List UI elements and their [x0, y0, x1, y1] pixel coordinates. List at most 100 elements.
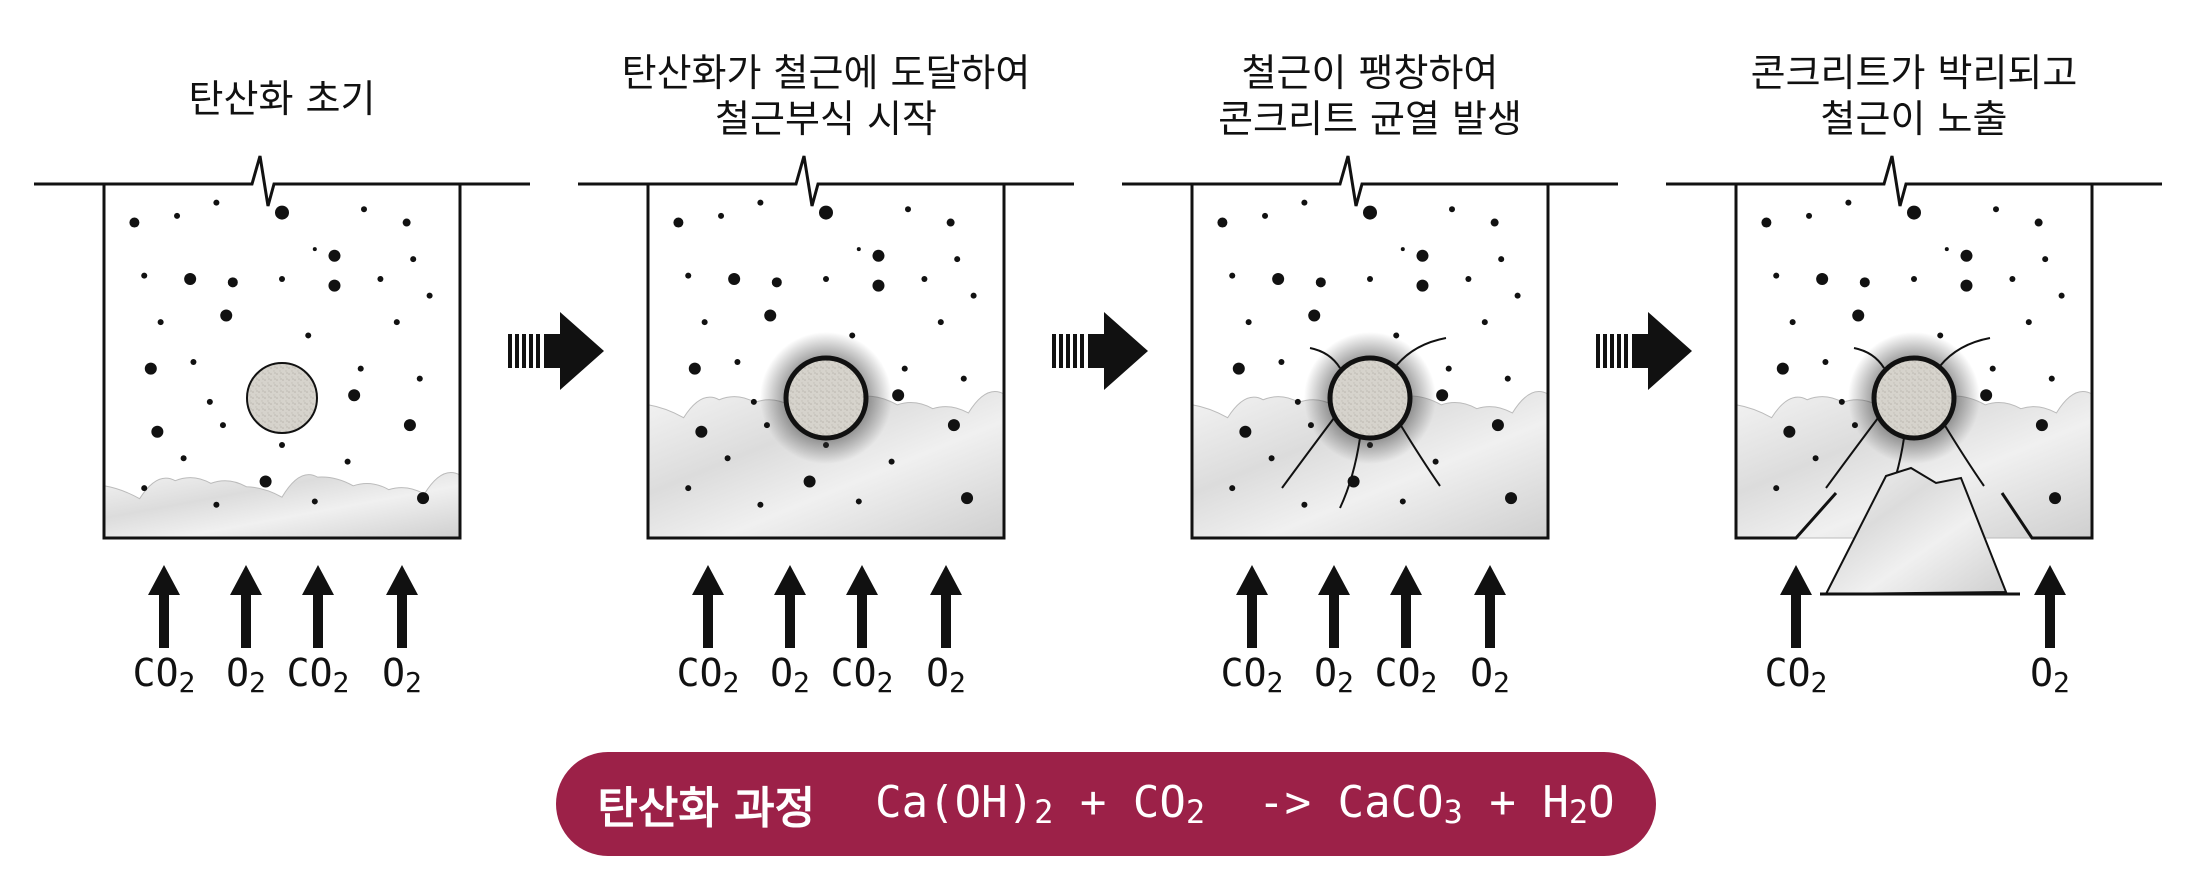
aggregate-dot: [1272, 273, 1285, 285]
aggregate-dot: [771, 277, 782, 288]
aggregate-dot: [734, 359, 741, 365]
aggregate-dot: [823, 276, 829, 282]
aggregate-dot: [757, 501, 764, 508]
aggregate-dot: [1217, 217, 1228, 228]
aggregate-dot: [377, 276, 384, 282]
aggregate-dot: [220, 309, 233, 322]
progress-arrow-icon: [508, 312, 604, 390]
aggregate-dot: [416, 375, 423, 382]
aggregate-dot: [1944, 247, 1949, 252]
aggregate-dot: [1490, 218, 1499, 227]
aggregate-dot: [2042, 256, 2049, 263]
aggregate-dot: [1960, 279, 1973, 292]
gas-arrow-up-icon: [302, 565, 334, 648]
gas-arrow-up-icon: [1390, 565, 1422, 648]
gas-arrow-up-icon: [148, 565, 180, 648]
aggregate-dot: [1449, 206, 1455, 213]
aggregate-dot: [764, 309, 777, 322]
aggregate-dot: [695, 425, 708, 438]
crack-line: [1309, 347, 1341, 369]
aggregate-dot: [1445, 365, 1452, 372]
chemical-equation: Ca(OH)2 + CO2 -> CaCO3 + H2O: [875, 777, 1615, 831]
stage-title: 철근부식 시작: [715, 97, 937, 141]
aggregate-dot: [1505, 492, 1518, 505]
aggregate-dot: [361, 206, 367, 213]
aggregate-dot: [1911, 276, 1917, 282]
carbonation-process-banner: 탄산화 과정 Ca(OH)2 + CO2 -> CaCO3 + H2O: [556, 752, 1656, 856]
aggregate-dot: [426, 292, 433, 299]
progress-arrow-icon: [1596, 312, 1692, 390]
aggregate-dot: [1239, 425, 1252, 438]
aggregate-dot: [685, 272, 692, 279]
aggregate-dot: [151, 425, 164, 438]
rebar: [1327, 355, 1413, 441]
rebar: [246, 362, 318, 434]
aggregate-dot: [701, 319, 708, 326]
aggregate-dot: [1907, 205, 1921, 220]
aggregate-dot: [2048, 375, 2055, 382]
aggregate-dot: [921, 276, 928, 282]
progress-arrow-icon: [1052, 312, 1148, 390]
aggregate-dot: [2058, 292, 2065, 299]
aggregate-dot: [970, 292, 977, 299]
aggregate-dot: [1783, 425, 1796, 438]
aggregate-dot: [1822, 359, 1829, 365]
aggregate-dot: [1416, 249, 1429, 262]
concrete-section-outline: [578, 155, 1074, 540]
crack-line: [1853, 347, 1885, 369]
stage-title: 철근이 팽창하여: [1242, 51, 1499, 95]
aggregate-dot: [259, 475, 272, 488]
aggregate-dot: [227, 277, 238, 288]
rebar: [1871, 355, 1957, 441]
aggregate-dot: [2035, 419, 2048, 432]
aggregate-dot: [2034, 218, 2043, 227]
aggregate-dot: [954, 256, 961, 263]
aggregate-dot: [2049, 492, 2062, 505]
aggregate-dot: [961, 492, 974, 505]
crack-line: [1339, 437, 1361, 509]
aggregate-dot: [219, 422, 226, 429]
gas-arrow-up-icon: [692, 565, 724, 648]
gas-label: O2: [226, 651, 266, 699]
aggregate-dot: [1491, 419, 1504, 432]
aggregate-dot: [1278, 359, 1285, 365]
stage-title: 철근이 노출: [1821, 97, 2008, 141]
aggregate-dot: [1400, 247, 1405, 252]
gas-label: CO2: [133, 651, 196, 699]
gas-arrow-up-icon: [2034, 565, 2066, 648]
aggregate-dot: [311, 498, 318, 505]
aggregate-dot: [1268, 455, 1275, 462]
aggregate-dot: [803, 475, 816, 488]
aggregate-dot: [1245, 319, 1252, 326]
aggregate-dot: [872, 279, 885, 292]
gas-label: O2: [926, 651, 966, 699]
aggregate-dot: [403, 419, 416, 432]
gas-arrow-up-icon: [230, 565, 262, 648]
gas-arrow-up-icon: [774, 565, 806, 648]
aggregate-dot: [1301, 501, 1308, 508]
aggregate-dot: [855, 498, 862, 505]
concrete-section-outline: [34, 155, 530, 540]
aggregate-dot: [144, 362, 157, 375]
aggregate-dot: [688, 362, 701, 375]
aggregate-dot: [1852, 309, 1865, 322]
gas-arrow-up-icon: [1474, 565, 1506, 648]
aggregate-dot: [206, 398, 213, 405]
gas-label: O2: [382, 651, 422, 699]
stage-title: 탄산화 초기: [189, 77, 376, 121]
aggregate-dot: [180, 455, 187, 462]
aggregate-dot: [856, 247, 861, 252]
aggregate-dot: [1229, 485, 1236, 492]
banner-title: 탄산화 과정: [597, 783, 816, 834]
aggregate-dot: [1514, 292, 1521, 299]
aggregate-dot: [1308, 309, 1321, 322]
gas-label: O2: [1470, 651, 1510, 699]
aggregate-dot: [1960, 249, 1973, 262]
gas-arrow-up-icon: [1318, 565, 1350, 648]
aggregate-dot: [1232, 362, 1245, 375]
aggregate-dot: [888, 458, 895, 465]
aggregate-dot: [393, 319, 400, 326]
aggregate-dot: [1399, 498, 1406, 505]
